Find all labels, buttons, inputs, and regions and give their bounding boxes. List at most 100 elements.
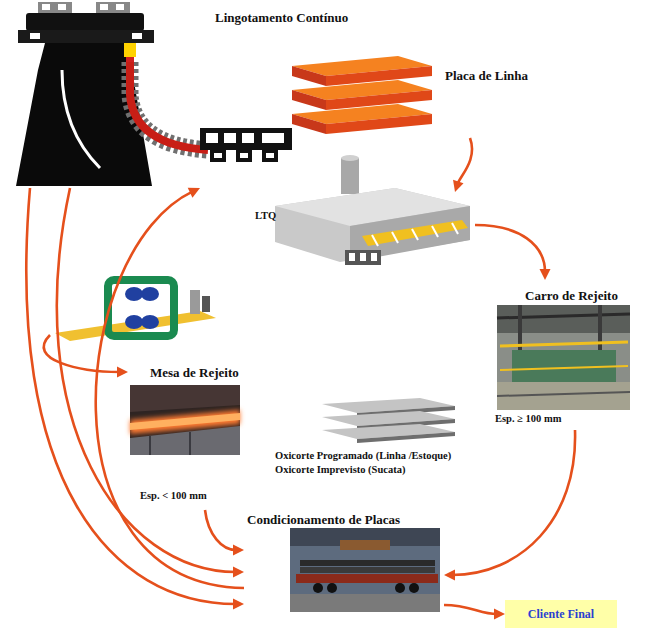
photo-car	[497, 305, 630, 410]
ltq-machine-part	[345, 250, 381, 265]
caster-machine-part	[96, 2, 130, 14]
ltq-machine-part	[452, 223, 458, 234]
photo-table-part	[130, 426, 240, 455]
arrow-head	[444, 570, 455, 581]
slab-stack-part	[292, 66, 326, 86]
photo-table	[130, 385, 240, 455]
caster-machine-part	[206, 133, 218, 143]
photo-conditioning-part	[300, 567, 435, 573]
slab-stack-part	[292, 114, 326, 134]
rolling-stand-part	[125, 287, 143, 301]
caster-machine-part	[236, 150, 252, 162]
client-box: Cliente Final	[505, 600, 617, 628]
arrow-line	[457, 138, 472, 184]
photo-conditioning-part	[409, 583, 419, 593]
caster-machine-part	[262, 133, 284, 143]
caster-machine-part	[266, 153, 274, 158]
arrow-head	[233, 567, 244, 578]
photo-table-part	[130, 413, 240, 430]
ltq-machine-part	[349, 253, 355, 261]
node-label: LTQ	[255, 210, 276, 221]
photo-car-part	[497, 392, 630, 396]
arrow-head	[494, 609, 505, 620]
node-label: Carro de Rejeito	[525, 288, 618, 304]
photo-table-part	[130, 385, 240, 455]
caster-machine-part	[224, 133, 236, 143]
flow-arrow	[444, 605, 505, 620]
caster-machine-part	[18, 30, 154, 43]
caster-machine-part	[30, 33, 40, 39]
table-node: Mesa de RejeitoEsp. < 100 mm	[128, 360, 244, 510]
caster-machine-part	[210, 150, 226, 162]
flow-arrow	[26, 188, 244, 610]
caster-machine-part	[200, 128, 292, 150]
rolling-stand-part	[141, 315, 159, 329]
photo-conditioning-part	[313, 583, 323, 593]
caster-machine-part	[26, 13, 144, 31]
slab-stack	[292, 56, 432, 134]
node-label: Cliente Final	[528, 607, 594, 622]
flow-arrow	[453, 138, 472, 192]
arrow-head	[233, 545, 244, 556]
caster-machine-part	[130, 62, 208, 150]
photo-car-part	[497, 305, 630, 333]
oxycut-slabs	[322, 398, 455, 443]
caster-machine-part	[100, 4, 108, 10]
caster-machine-part	[116, 4, 124, 10]
photo-car-part	[497, 305, 630, 410]
node-note: Oxicorte Imprevisto (Sucata)	[275, 464, 405, 475]
caster-machine	[16, 2, 292, 186]
photo-conditioning-part	[340, 540, 390, 550]
photo-conditioning	[290, 528, 440, 612]
caster-machine-part	[130, 62, 208, 150]
rolling-stand-part	[108, 280, 174, 336]
caster-machine-part	[42, 4, 50, 10]
ltq-machine-part	[341, 158, 359, 194]
photo-conditioning-part	[395, 583, 405, 593]
slab-node: Placa de Linha	[288, 54, 578, 138]
photo-table-part	[189, 432, 191, 455]
arrow-head	[233, 599, 244, 610]
ltq-machine-part	[360, 253, 366, 261]
photo-car-part	[497, 382, 630, 410]
caster-machine-part	[214, 153, 222, 158]
flow-arrow	[475, 225, 551, 280]
caster-machine-part	[38, 2, 72, 14]
caster-machine-part	[262, 150, 278, 162]
arrow-line	[44, 335, 120, 372]
rolling-stand-part	[202, 296, 210, 312]
photo-car-part	[500, 366, 628, 370]
arrow-line	[205, 510, 236, 550]
photo-conditioning-part	[290, 528, 440, 612]
node-label: Mesa de Rejeito	[150, 365, 239, 381]
node-note: Esp. < 100 mm	[140, 490, 207, 501]
caster-machine-part	[62, 70, 100, 168]
ltq-machine-part	[362, 220, 468, 246]
flow-arrow	[96, 188, 244, 588]
caster-machine-part	[242, 133, 254, 143]
caster-node: Lingotamento Contínuo	[12, 4, 352, 188]
ltq-machine-part	[412, 229, 418, 240]
photo-conditioning-part	[290, 594, 440, 612]
photo-conditioning-part	[327, 583, 337, 593]
arrow-line	[475, 225, 545, 272]
node-note: Esp. ≥ 100 mm	[495, 413, 561, 424]
conditioning-node: Condicionamento de Placas	[244, 510, 444, 614]
photo-table-part	[149, 436, 151, 455]
rolling-stand-part	[141, 287, 159, 301]
photo-car-part	[497, 314, 630, 318]
arrow-head	[188, 188, 200, 198]
photo-conditioning-part	[300, 560, 435, 566]
oxycut-node: Oxicorte Programado (Linha /Estoque)Oxic…	[272, 398, 472, 480]
ltq-machine-part	[372, 235, 378, 246]
ltq-node: LTQ	[50, 192, 475, 347]
rolling-stand	[55, 280, 216, 341]
photo-conditioning-part	[296, 574, 438, 583]
rolling-stand-part	[125, 315, 143, 329]
node-label: Condicionamento de Placas	[247, 512, 400, 528]
caster-machine-part	[132, 33, 142, 39]
arrow-line	[444, 605, 497, 614]
